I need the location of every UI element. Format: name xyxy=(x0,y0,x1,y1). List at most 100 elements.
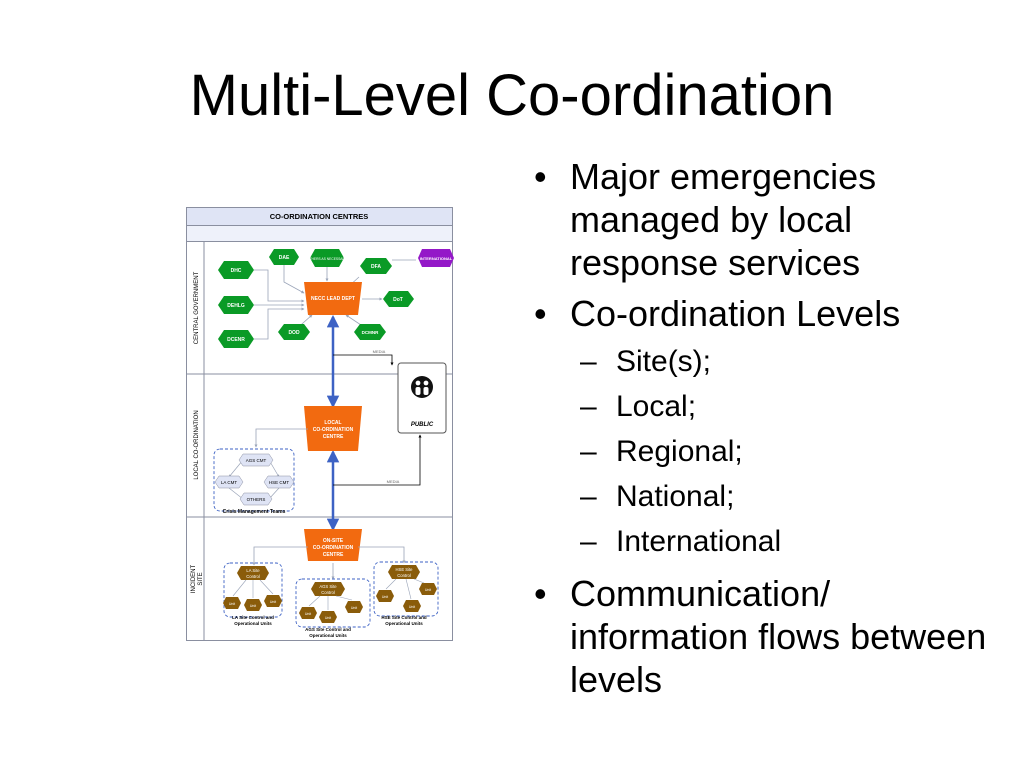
hse-caption-2: Operational Units xyxy=(385,621,423,626)
slide-title: Multi-Level Co-ordination xyxy=(189,63,835,128)
band-incident-label-1: INCIDENT xyxy=(191,565,197,594)
cmt-caption: Crisis Management Teams xyxy=(223,509,286,515)
media-link-lower xyxy=(333,434,422,486)
la-unit-1-label: Unit xyxy=(229,602,235,606)
la-control-label-1: LA Site xyxy=(246,568,260,573)
level-local: Local; xyxy=(570,384,1010,429)
onsite-centre-label-3: CENTRE xyxy=(323,552,344,558)
levels-sublist: Site(s); Local; Regional; National; Inte… xyxy=(570,339,1010,564)
la-caption-2: Operational Units xyxy=(234,621,272,626)
dept-dehlg-label: DEHLG xyxy=(227,303,245,309)
dept-dcenr-hexagon xyxy=(218,330,254,348)
hse-unit-2 xyxy=(403,600,421,612)
ags-caption-2: Operational Units xyxy=(309,633,347,638)
hse-cmt-label: HSE CMT xyxy=(269,480,290,485)
la-unit-2 xyxy=(244,599,262,611)
necc-lead-label: NECC LEAD DEPT xyxy=(311,296,355,302)
dept-dae-hexagon xyxy=(269,249,299,265)
dept-international-label: INTERNATIONAL xyxy=(420,256,453,261)
la-cmt-node xyxy=(214,475,244,489)
coordination-diagram: CO-ORDINATION CENTRES CENTRAL GOVERNMENT… xyxy=(186,207,454,641)
onsite-centre-label-2: CO-ORDINATION xyxy=(313,545,354,551)
ags-control-label-1: AGS Site xyxy=(319,584,337,589)
la-unit-3 xyxy=(264,595,282,607)
band-incident-label-2: SITE xyxy=(198,572,204,585)
band-local-label: LOCAL CO-ORDINATION xyxy=(194,410,200,479)
cmt-group xyxy=(213,448,295,512)
others-cmt-node xyxy=(239,492,273,506)
ags-cmt-node xyxy=(238,453,274,467)
la-control-label-2: Control xyxy=(246,574,260,579)
hse-caption-1: HSE Site Control and xyxy=(381,615,427,620)
hse-unit-1 xyxy=(376,590,394,602)
dept-dfa-label: DFA xyxy=(371,264,381,270)
ags-cmt-label: AGS CMT xyxy=(246,458,267,463)
bullet-list: Major emergencies managed by local respo… xyxy=(530,155,1010,709)
bullet-communication: Communication/ information flows between… xyxy=(530,572,1010,701)
dept-dhc-label: DHC xyxy=(231,268,242,274)
local-centre-label-3: CENTRE xyxy=(323,434,344,440)
level-regional: Regional; xyxy=(570,429,1010,474)
local-centre-label-1: LOCAL xyxy=(324,420,341,426)
hse-cmt-node xyxy=(263,475,295,489)
media-link-upper xyxy=(333,354,394,366)
bullet-coordination-levels-text: Co-ordination Levels xyxy=(570,293,901,334)
ags-unit-3 xyxy=(345,601,363,613)
dept-dehlg-hexagon xyxy=(218,296,254,314)
ags-caption-1: AGS Site Control and xyxy=(305,627,351,632)
la-unit-1 xyxy=(223,597,241,609)
public-people-icon xyxy=(411,376,433,398)
dept-others-hexagon xyxy=(310,249,344,267)
ags-unit-2 xyxy=(319,611,337,623)
hse-site-group xyxy=(373,561,439,617)
diagram-header: CO-ORDINATION CENTRES xyxy=(270,212,369,221)
ags-unit-1-label: Unit xyxy=(305,612,311,616)
bullet-major-emergencies: Major emergencies managed by local respo… xyxy=(530,155,1010,284)
media-label-upper: MEDIA xyxy=(373,349,386,354)
hse-unit-3-label: Unit xyxy=(425,588,431,592)
la-site-control xyxy=(237,566,269,580)
dept-dot-label: DoT xyxy=(393,297,403,303)
onsite-coordination-centre xyxy=(304,529,362,561)
hse-control-label-2: Control xyxy=(397,573,411,578)
hse-unit-1-label: Unit xyxy=(382,595,388,599)
dept-dfa-hexagon xyxy=(360,258,392,274)
ags-site-control xyxy=(311,582,345,596)
ags-control-label-2: Control xyxy=(321,590,335,595)
sub-header-band xyxy=(186,225,453,242)
band-central-label: CENTRAL GOVERNMENT xyxy=(194,271,200,344)
local-coordination-centre xyxy=(304,406,362,451)
dept-dae-label: DAE xyxy=(279,255,290,261)
dept-dcmnr-label: DCMNR xyxy=(362,330,379,335)
ags-site-group xyxy=(295,578,371,628)
dept-dod-label: DOD xyxy=(288,330,300,336)
dept-dot-hexagon xyxy=(383,291,414,307)
dept-dhc-hexagon xyxy=(218,261,254,279)
la-site-group xyxy=(223,562,283,618)
bullet-coordination-levels: Co-ordination Levels Site(s); Local; Reg… xyxy=(530,292,1010,564)
hse-unit-3 xyxy=(419,583,437,595)
ags-unit-2-label: Unit xyxy=(325,616,331,620)
others-cmt-label: OTHERS xyxy=(247,497,266,502)
necc-lead-dept xyxy=(304,282,362,315)
ags-unit-1 xyxy=(299,607,317,619)
level-national: National; xyxy=(570,474,1010,519)
hse-site-control xyxy=(388,565,420,579)
local-centre-label-2: CO-ORDINATION xyxy=(313,427,354,433)
ags-unit-3-label: Unit xyxy=(351,606,357,610)
hse-control-label-1: HSE Site xyxy=(396,567,414,572)
level-site: Site(s); xyxy=(570,339,1010,384)
dept-dod-hexagon xyxy=(278,324,310,340)
la-unit-3-label: Unit xyxy=(270,600,276,604)
public-label: PUBLIC xyxy=(411,422,434,428)
dept-dcmnr-hexagon xyxy=(354,324,386,340)
onsite-centre-label-1: ON-SITE xyxy=(323,538,344,544)
dept-others-label: OTHERS AS NECESSARY xyxy=(307,257,348,261)
la-caption-1: LA Site Control and xyxy=(232,615,274,620)
dept-dcenr-label: DCENR xyxy=(227,337,245,343)
level-international: International xyxy=(570,519,1010,564)
la-unit-2-label: Unit xyxy=(250,604,256,608)
dept-international-hexagon xyxy=(418,249,454,267)
la-cmt-label: LA CMT xyxy=(221,480,238,485)
hse-unit-2-label: Unit xyxy=(409,605,415,609)
